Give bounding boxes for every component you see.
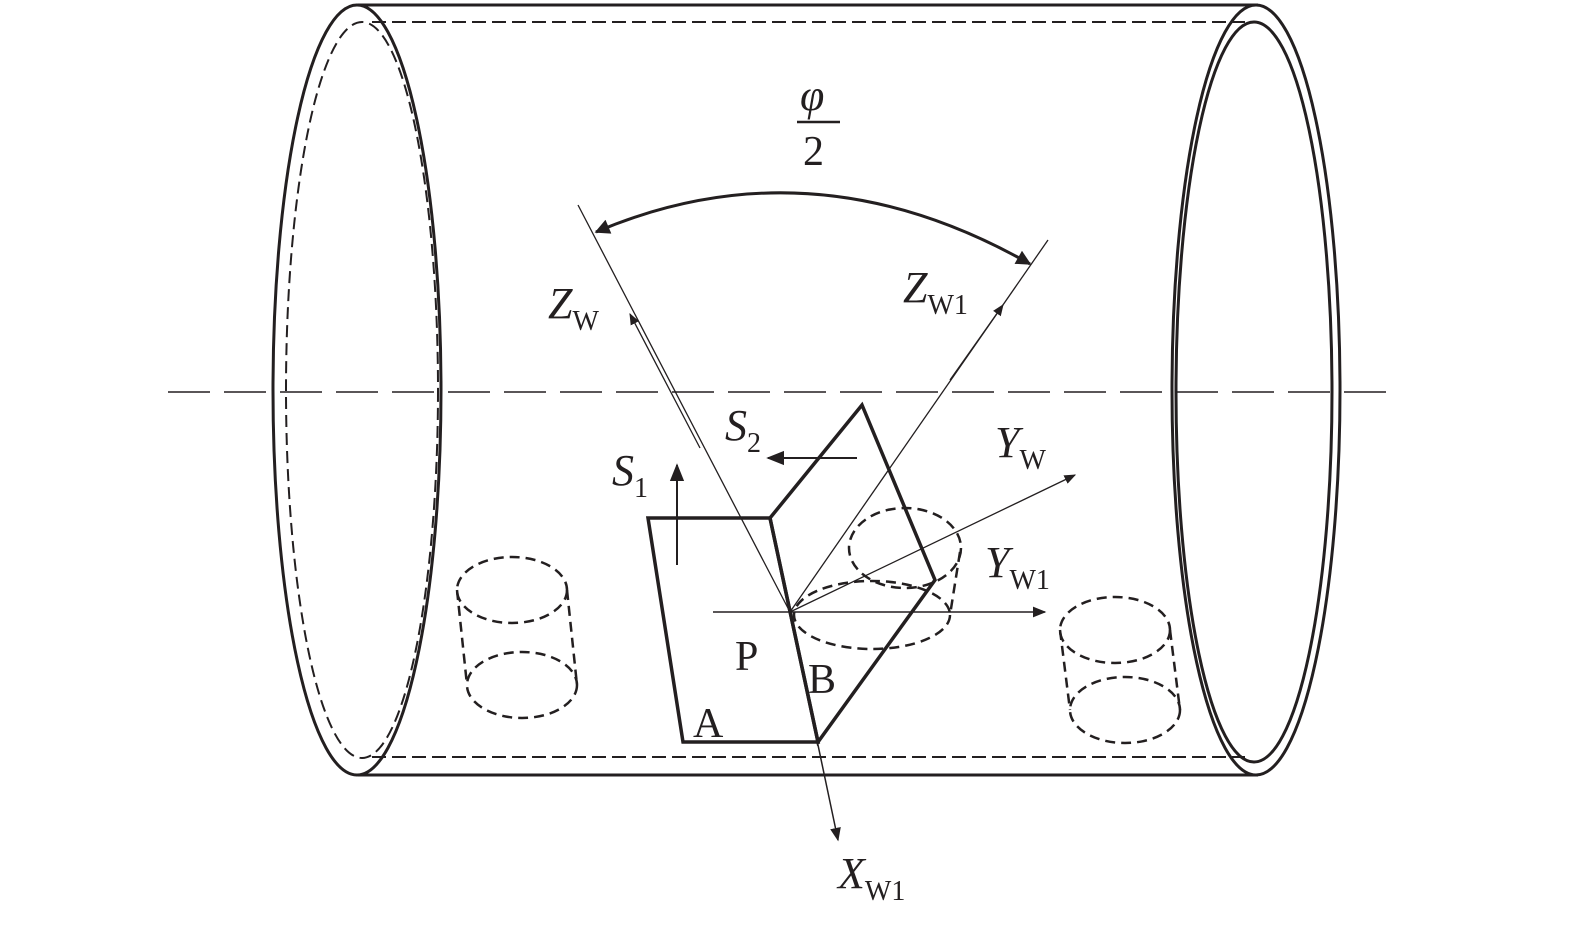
zw-arrow: [629, 312, 701, 449]
yw1-label: YW1: [985, 538, 1050, 596]
zw1-label: ZW1: [903, 263, 968, 321]
right-end-ellipse: [1170, 3, 1342, 777]
pipe-cylinder: [271, 3, 1342, 777]
xw1-axis: [789, 611, 841, 842]
plane-b-label: B: [808, 657, 836, 703]
left-small-cylinder: [455, 555, 579, 720]
angle-numerator: φ: [800, 71, 824, 120]
plane-a-label: A: [693, 701, 724, 747]
left-end-ellipse: [271, 3, 443, 777]
yw-label: YW: [995, 418, 1046, 476]
s1-label: S1: [612, 446, 648, 504]
zw1-arrow: [949, 304, 1004, 381]
point-p-label: P: [735, 634, 758, 680]
zw1-axis: [789, 239, 1049, 613]
xw1-label: XW1: [836, 849, 905, 907]
zw-axis: [577, 204, 791, 613]
angle-arc: [594, 191, 1032, 266]
plane-b: [768, 401, 937, 747]
yw-axis: [789, 474, 1077, 613]
s2-label: S2: [725, 401, 761, 459]
zw-label: ZW: [548, 279, 599, 337]
angle-denominator: 2: [803, 129, 824, 175]
right-small-cylinder: [1058, 595, 1182, 745]
